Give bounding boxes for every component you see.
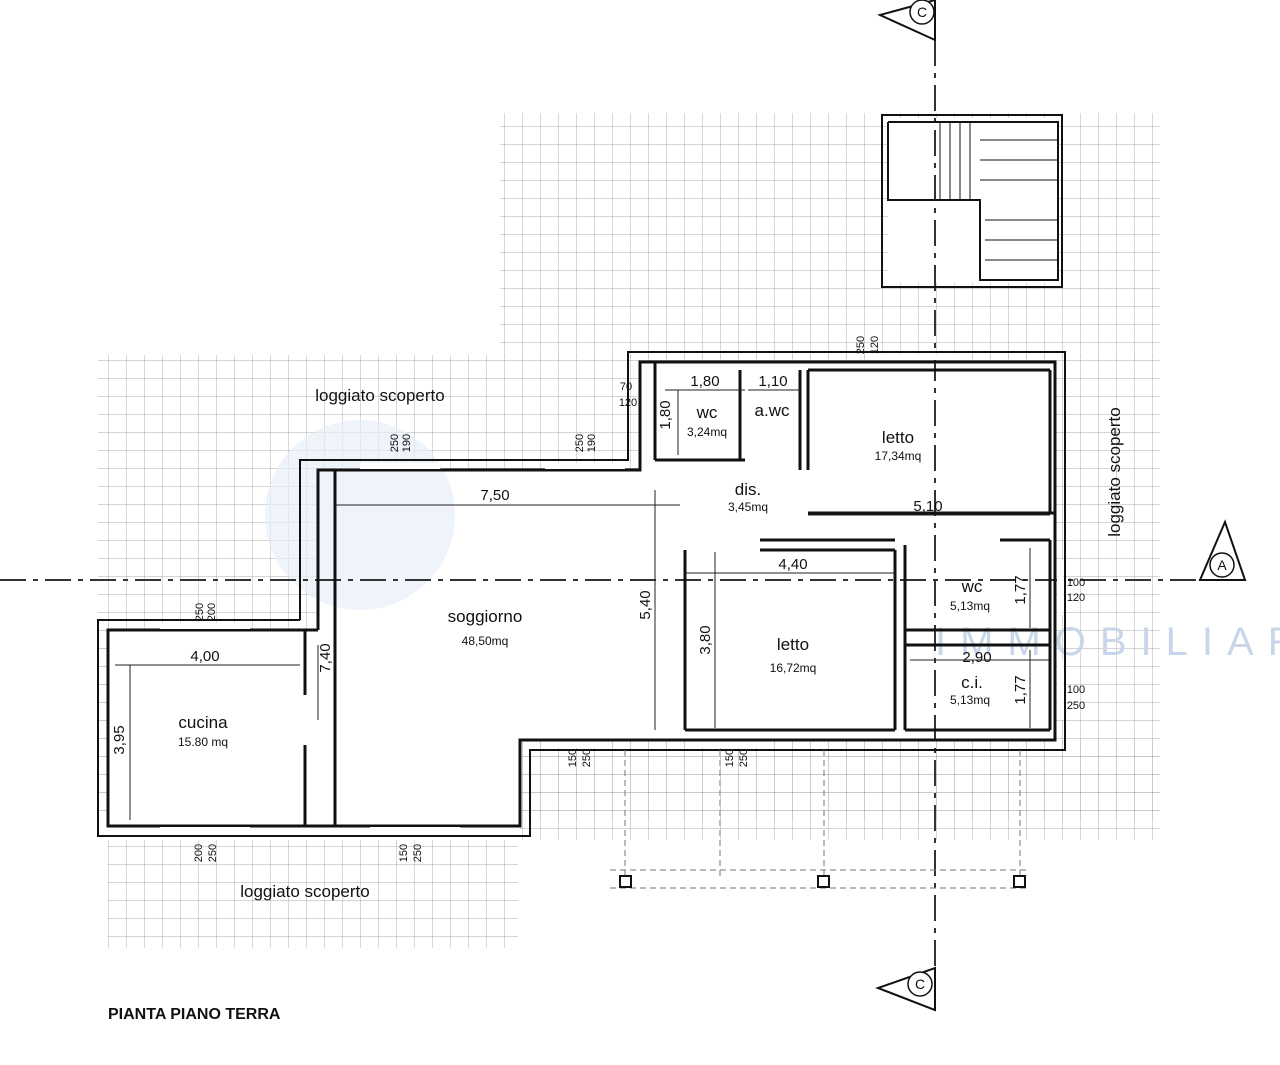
- dim-440: 4,40: [778, 556, 807, 573]
- room-cucina-label: cucina: [178, 713, 228, 732]
- svg-text:250: 250: [581, 749, 593, 767]
- room-cucina-area: 15.80 mq: [178, 735, 228, 749]
- dim-395: 3,95: [111, 725, 128, 754]
- svg-text:150: 150: [567, 749, 579, 767]
- dim-177-upper: 1,77: [1012, 575, 1029, 604]
- walls: [97, 351, 1066, 837]
- room-dis-area: 3,45mq: [728, 500, 768, 514]
- svg-text:190: 190: [586, 434, 598, 452]
- room-letto-1-label: letto: [882, 428, 914, 447]
- svg-text:100: 100: [1067, 684, 1085, 696]
- svg-text:C: C: [917, 4, 927, 20]
- svg-text:A: A: [1217, 557, 1227, 573]
- room-soggiorno-area: 48,50mq: [462, 634, 509, 648]
- section-marker-c-bottom: C: [875, 966, 936, 1012]
- dim-740: 7,40: [317, 643, 334, 672]
- terrace-top-left-label: loggiato scoperto: [315, 386, 444, 405]
- svg-text:250: 250: [207, 844, 219, 862]
- dim-540: 5,40: [637, 590, 654, 619]
- svg-text:200: 200: [206, 603, 218, 621]
- svg-text:120: 120: [619, 397, 637, 409]
- dim-110: 1,10: [758, 373, 787, 390]
- room-ci-label: c.i.: [961, 673, 983, 692]
- room-letto-2-label: letto: [777, 635, 809, 654]
- svg-text:250: 250: [412, 844, 424, 862]
- watermark-logo: [265, 420, 455, 610]
- dimension-lines: [115, 389, 1050, 820]
- room-letto-2-area: 16,72mq: [770, 661, 817, 675]
- dim-180-vertical: 1,80: [657, 400, 674, 429]
- svg-text:120: 120: [869, 336, 881, 354]
- dim-380: 3,80: [697, 625, 714, 654]
- room-soggiorno-label: soggiorno: [448, 607, 523, 626]
- svg-text:250: 250: [738, 749, 750, 767]
- section-marker-c-top: C: [877, 0, 936, 42]
- svg-text:100: 100: [1067, 577, 1085, 589]
- room-ci-area: 5,13mq: [950, 693, 990, 707]
- staircase: [881, 114, 1063, 288]
- section-marker-a: A: [1198, 519, 1247, 581]
- svg-text:70: 70: [620, 381, 632, 393]
- terrace-bottom-label: loggiato scoperto: [240, 882, 369, 901]
- svg-text:200: 200: [193, 844, 205, 862]
- room-wc-1-label: wc: [696, 403, 718, 422]
- svg-text:250: 250: [855, 336, 867, 354]
- window-openings: [160, 354, 1063, 833]
- room-wc-2-label: wc: [961, 577, 983, 596]
- svg-text:250: 250: [389, 434, 401, 452]
- svg-text:150: 150: [398, 844, 410, 862]
- svg-text:150: 150: [724, 749, 736, 767]
- svg-text:190: 190: [401, 434, 413, 452]
- opening-labels: 190 250 190 250 250 120 70 120 200 250 1…: [193, 336, 1085, 862]
- svg-text:C: C: [915, 976, 925, 992]
- svg-text:120: 120: [1067, 592, 1085, 604]
- svg-text:250: 250: [574, 434, 586, 452]
- room-wc-2-area: 5,13mq: [950, 599, 990, 613]
- svg-text:250: 250: [1067, 700, 1085, 712]
- dim-290: 2,90: [962, 649, 991, 666]
- room-awc-label: a.wc: [755, 401, 790, 420]
- plan-title: PIANTA PIANO TERRA: [108, 1006, 281, 1023]
- watermark-text: IMMOBILIARE: [935, 620, 1280, 664]
- dim-400: 4,00: [190, 648, 219, 665]
- room-dis-label: dis.: [735, 480, 761, 499]
- room-letto-1-area: 17,34mq: [875, 449, 922, 463]
- pergola: [610, 750, 1030, 889]
- dim-750: 7,50: [480, 487, 509, 504]
- svg-text:250: 250: [194, 603, 206, 621]
- dim-180-horizontal: 1,80: [690, 373, 719, 390]
- dim-510: 5,10: [913, 498, 942, 515]
- terrace-right-label: loggiato scoperto: [1105, 407, 1124, 536]
- dim-177-lower: 1,77: [1012, 675, 1029, 704]
- room-wc-1-area: 3,24mq: [687, 425, 727, 439]
